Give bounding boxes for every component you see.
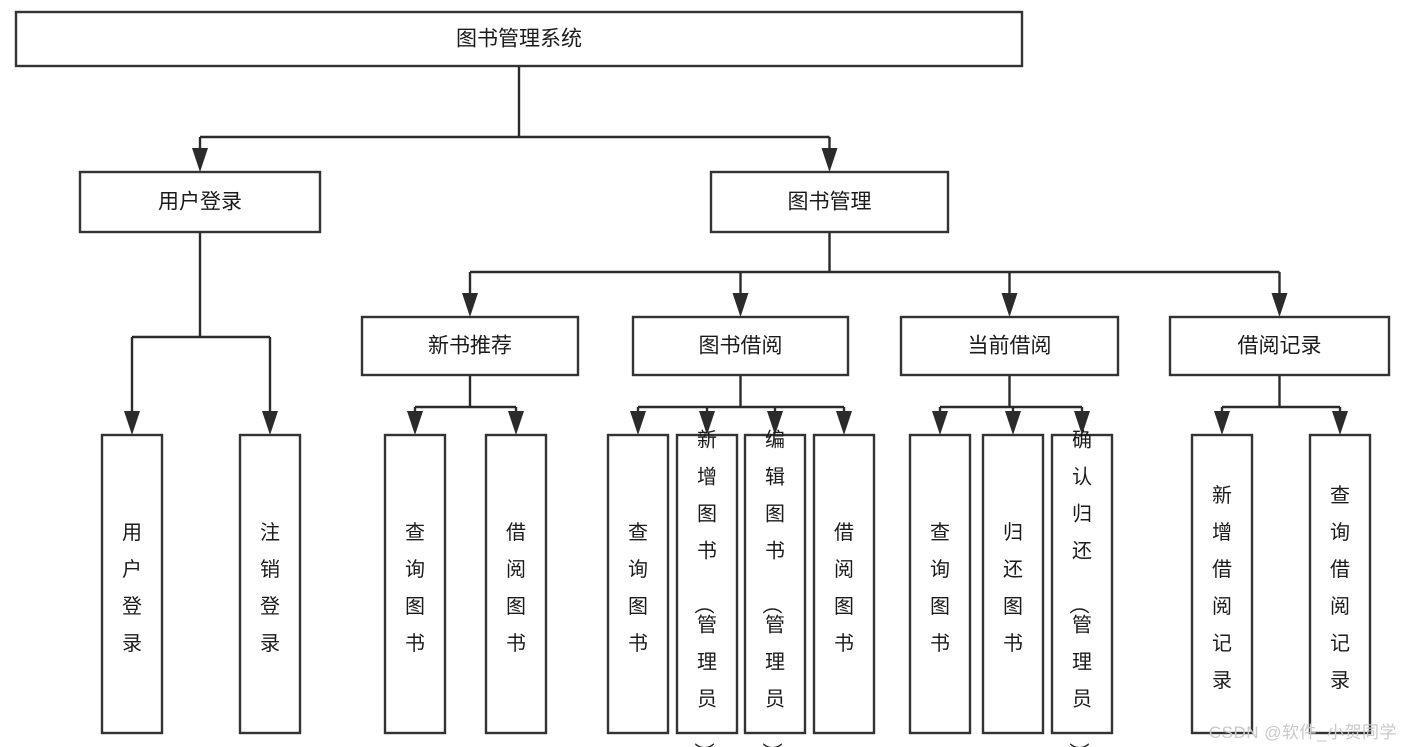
- arrowhead-leaf_borrow_book_2: [836, 411, 852, 435]
- arrowhead-current_borrow: [1001, 293, 1018, 317]
- node-user-login[interactable]: 用户登录: [78, 170, 322, 234]
- node-box[interactable]: [360, 315, 580, 377]
- node-label: 注销登录: [260, 521, 280, 655]
- node-label: 查询图书: [930, 521, 950, 655]
- node-box[interactable]: [981, 433, 1045, 735]
- node-label: 借阅记录: [1238, 335, 1322, 358]
- node-box[interactable]: [812, 433, 876, 735]
- node-leaf-edit-book[interactable]: 编辑图书（管理员）: [743, 428, 807, 747]
- node-new-book-rec[interactable]: 新书推荐: [360, 315, 580, 377]
- node-box[interactable]: [100, 433, 164, 735]
- node-label: 查询图书: [405, 521, 425, 655]
- connector-layer: [124, 66, 1348, 435]
- node-borrow-record[interactable]: 借阅记录: [1168, 315, 1391, 377]
- node-leaf-query-book-3[interactable]: 查询图书: [908, 433, 972, 735]
- node-box[interactable]: [709, 170, 950, 234]
- node-box[interactable]: [631, 315, 850, 377]
- node-box[interactable]: [908, 433, 972, 735]
- arrowhead-leaf_user_login: [124, 411, 140, 435]
- node-box[interactable]: [383, 433, 447, 735]
- node-label: 归还图书: [1003, 521, 1023, 655]
- node-label: 用户登录: [122, 522, 142, 655]
- arrowhead-leaf_user_logout: [262, 411, 278, 435]
- arrowhead-book_borrow: [732, 293, 749, 317]
- arrowhead-leaf_borrow_book_1: [508, 411, 524, 435]
- node-leaf-query-record[interactable]: 查询借阅记录: [1308, 433, 1372, 735]
- arrowhead-user_login: [192, 148, 208, 172]
- node-label: 查询借阅记录: [1330, 484, 1350, 692]
- connector-group-root: [192, 66, 838, 172]
- node-label: 图书管理系统: [456, 28, 582, 51]
- node-label: 新增图书（管理员）: [692, 428, 717, 747]
- arrowhead-leaf_add_record: [1214, 411, 1230, 435]
- node-leaf-return-book[interactable]: 归还图书: [981, 433, 1045, 735]
- arrowhead-borrow_record: [1271, 293, 1288, 317]
- arrowhead-leaf_query_book_1: [407, 411, 423, 435]
- node-box[interactable]: [1308, 433, 1372, 735]
- node-current-borrow[interactable]: 当前借阅: [899, 315, 1120, 377]
- node-box[interactable]: [675, 433, 739, 735]
- arrowhead-leaf_edit_book: [767, 411, 783, 435]
- arrowhead-leaf_query_book_3: [932, 411, 948, 435]
- node-label: 用户登录: [158, 191, 242, 214]
- node-box[interactable]: [484, 433, 548, 735]
- node-layer: 图书管理系统用户登录图书管理新书推荐图书借阅当前借阅借阅记录用户登录注销登录查询…: [14, 10, 1391, 747]
- arrowhead-new_book_rec: [462, 293, 478, 317]
- node-label: 新增借阅记录: [1212, 484, 1232, 692]
- node-leaf-user-login[interactable]: 用户登录: [100, 433, 164, 735]
- node-box[interactable]: [606, 433, 670, 735]
- node-box[interactable]: [78, 170, 322, 234]
- node-leaf-query-book-1[interactable]: 查询图书: [383, 433, 447, 735]
- connector-group-book_manage: [462, 232, 1288, 317]
- node-leaf-query-book-2[interactable]: 查询图书: [606, 433, 670, 735]
- node-label: 当前借阅: [968, 335, 1052, 358]
- node-label: 新书推荐: [428, 335, 512, 358]
- node-leaf-user-logout[interactable]: 注销登录: [238, 433, 302, 735]
- connector-group-book_borrow: [630, 375, 852, 435]
- node-box[interactable]: [1168, 315, 1391, 377]
- node-leaf-add-record[interactable]: 新增借阅记录: [1190, 433, 1254, 735]
- node-root[interactable]: 图书管理系统: [14, 10, 1024, 68]
- node-label: 借阅图书: [506, 521, 526, 655]
- node-label: 图书借阅: [699, 335, 783, 358]
- arrowhead-leaf_confirm_return: [1074, 411, 1090, 435]
- node-box[interactable]: [1050, 433, 1114, 735]
- connector-group-user_login: [124, 232, 278, 435]
- arrowhead-leaf_query_book_2: [630, 411, 646, 435]
- node-label: 编辑图书（管理员）: [760, 428, 785, 747]
- node-label: 图书管理: [788, 191, 872, 214]
- node-label: 确认归还（管理员）: [1067, 428, 1092, 747]
- node-box[interactable]: [743, 433, 807, 735]
- arrowhead-leaf_query_record: [1332, 411, 1348, 435]
- node-book-manage[interactable]: 图书管理: [709, 170, 950, 234]
- arrowhead-leaf_add_book: [699, 411, 715, 435]
- arrowhead-book_manage: [821, 148, 838, 172]
- connector-group-borrow_record: [1214, 375, 1348, 435]
- node-leaf-borrow-book-2[interactable]: 借阅图书: [812, 433, 876, 735]
- node-leaf-add-book[interactable]: 新增图书（管理员）: [675, 428, 739, 747]
- node-book-borrow[interactable]: 图书借阅: [631, 315, 850, 377]
- node-box[interactable]: [1190, 433, 1254, 735]
- node-leaf-confirm-return[interactable]: 确认归还（管理员）: [1050, 428, 1114, 747]
- node-box[interactable]: [14, 10, 1024, 68]
- connector-group-current_borrow: [932, 375, 1090, 435]
- node-leaf-borrow-book-1[interactable]: 借阅图书: [484, 433, 548, 735]
- node-box[interactable]: [238, 433, 302, 735]
- node-label: 借阅图书: [834, 521, 854, 655]
- node-label: 查询图书: [628, 521, 648, 655]
- connector-group-new_book_rec: [407, 375, 524, 435]
- arrowhead-leaf_return_book: [1005, 411, 1021, 435]
- node-box[interactable]: [899, 315, 1120, 377]
